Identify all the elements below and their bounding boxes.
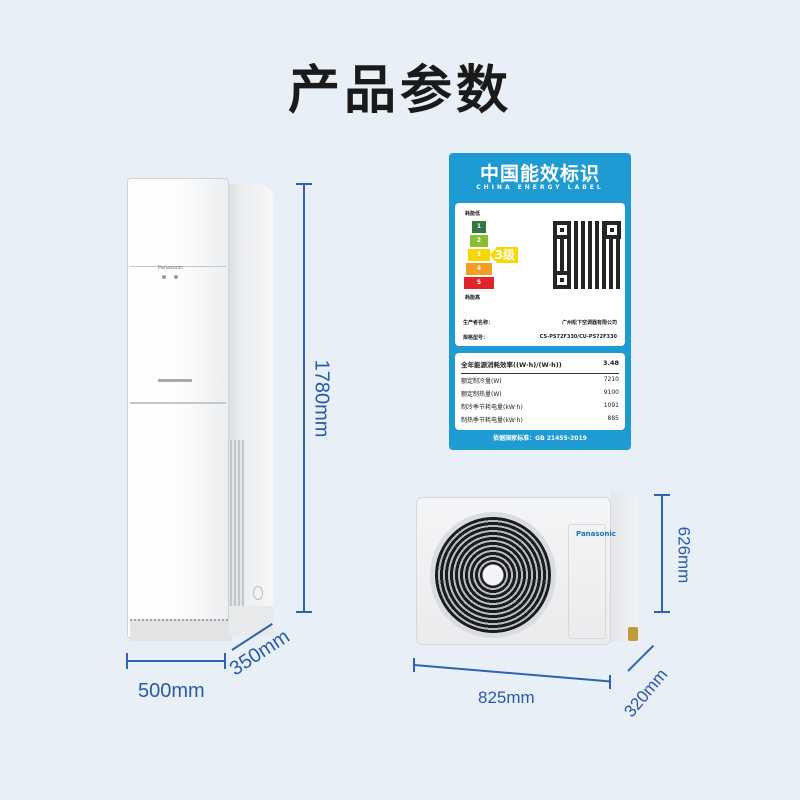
qr-code-icon [553, 221, 621, 289]
manufacturer-value: 广州松下空调器有限公司 [561, 320, 617, 326]
indoor-brand-logo: Panasonic [158, 265, 184, 271]
outdoor-width-line [413, 664, 610, 683]
outdoor-height-cap-top [654, 494, 670, 496]
outdoor-height-label: 626mm [674, 526, 694, 584]
indoor-height-cap-top [296, 183, 312, 185]
spec-value: 885 [607, 415, 619, 422]
energy-label-title-cn: 中国能效标识 [479, 163, 600, 185]
indoor-panel-seam [130, 402, 226, 404]
indoor-top-panel [130, 181, 226, 267]
indoor-height-cap-bottom [296, 611, 312, 613]
grade-bar-5: 5 [464, 277, 494, 289]
energy-label-title-en: CHINA ENERGY LABEL [476, 184, 604, 191]
spec-value: 1091 [603, 402, 619, 409]
low-consumption-label: 耗能低 [465, 211, 481, 217]
indoor-unit-image: Panasonic [125, 178, 275, 643]
china-energy-label: 中国能效标识 CHINA ENERGY LABEL 耗能低 1 2 3 4 5 … [449, 153, 631, 450]
model-label: 规格型号： [463, 335, 489, 341]
indoor-width-line [126, 660, 226, 662]
outdoor-depth-line [627, 644, 655, 672]
indoor-base-grille [130, 619, 232, 641]
spec-label: 额定制热量(W) [461, 391, 502, 398]
page-title: 产品参数 [287, 61, 512, 121]
spec-row: 额定制冷量(W) 7210 [461, 376, 619, 385]
current-grade-indicator: 3级 [490, 247, 518, 263]
outdoor-brand-logo: Panasonic [576, 530, 616, 538]
outdoor-service-panel [568, 524, 606, 639]
grade-bar-1: 1 [472, 221, 486, 233]
indoor-width-cap-right [224, 653, 226, 669]
spec-row: 额定制热量(W) 9100 [461, 389, 619, 398]
manufacturer-label: 生产者名称： [463, 320, 494, 326]
indoor-width-label: 500mm [138, 680, 205, 702]
indoor-height-line [303, 184, 305, 612]
outdoor-width-label: 825mm [478, 688, 535, 707]
grade-bar-3: 3 [468, 249, 490, 261]
grade-bar-2: 2 [470, 235, 488, 247]
spec-label: 制冷季节耗电量(kW·h) [461, 404, 523, 411]
efficiency-value: 3.48 [602, 359, 619, 367]
spec-label: 额定制冷量(W) [461, 378, 502, 385]
grade-bar-4: 4 [466, 263, 492, 275]
energy-grade-box: 耗能低 1 2 3 4 5 3级 耗能高 生产者名称： 广州松下空调器有限公司 … [455, 203, 625, 346]
outdoor-unit-image: Panasonic [416, 492, 638, 647]
indoor-unit-front: Panasonic [127, 178, 232, 641]
spec-row: 制热季节耗电量(kW·h) 885 [461, 415, 619, 424]
energy-specs-box: 全年能源消耗效率((W·h)/(W·h)) 3.48 额定制冷量(W) 7210… [455, 353, 625, 430]
efficiency-label: 全年能源消耗效率((W·h)/(W·h)) [461, 361, 562, 369]
outdoor-width-cap-left [413, 658, 415, 672]
spec-row: 制冷季节耗电量(kW·h) 1091 [461, 402, 619, 411]
indoor-control-buttons [162, 275, 178, 279]
indoor-display-strip [158, 379, 192, 382]
indoor-pipe-port [253, 586, 263, 600]
outdoor-width-cap-right [609, 675, 611, 689]
outdoor-height-cap-bottom [654, 611, 670, 613]
efficiency-row: 全年能源消耗效率((W·h)/(W·h)) 3.48 [461, 359, 619, 374]
outdoor-refrigerant-valve [628, 627, 638, 641]
outdoor-depth-label: 320mm [620, 665, 672, 721]
indoor-side-vent [230, 440, 244, 616]
spec-label: 制热季节耗电量(kW·h) [461, 417, 523, 424]
indoor-height-label: 1780mm [310, 359, 333, 438]
outdoor-height-line [661, 494, 663, 612]
outdoor-unit-side [611, 492, 638, 642]
outdoor-fan-grille [430, 512, 556, 638]
high-consumption-label: 耗能高 [465, 295, 481, 301]
spec-value: 7210 [603, 376, 619, 383]
spec-value: 9100 [603, 389, 619, 396]
indoor-side-base [229, 606, 273, 636]
model-value: CS-PS72F330/CU-PS72F330 [539, 334, 617, 340]
energy-label-standard: 依据国家标准：GB 21455-2019 [493, 435, 587, 442]
indoor-width-cap-left [126, 653, 128, 669]
